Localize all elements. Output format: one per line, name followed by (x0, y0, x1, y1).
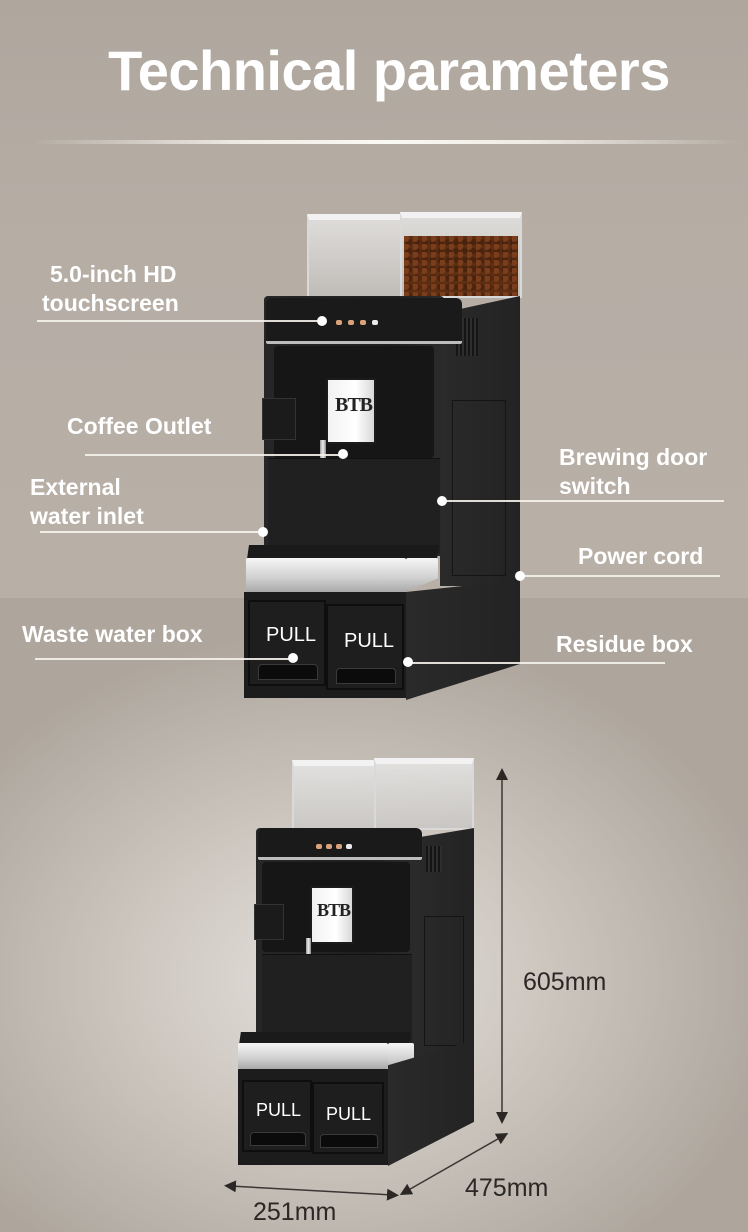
callout-label: External water inlet (30, 474, 144, 529)
waste-water-drawer: PULL (242, 1080, 312, 1152)
pull-label: PULL (344, 630, 395, 652)
milk-connector (254, 904, 284, 940)
coffee-outlet-head: BTB (310, 886, 354, 944)
drink-button-icon (346, 844, 352, 849)
leader-line (35, 658, 295, 660)
drawer-handle (320, 1134, 378, 1148)
leader-dot (317, 316, 327, 326)
leader-dot (437, 496, 447, 506)
drawer-handle (250, 1132, 306, 1146)
leader-line (37, 320, 322, 322)
lower-front-panel (268, 458, 440, 554)
callout-label: Power cord (578, 543, 704, 569)
pull-label: PULL (326, 1104, 372, 1124)
residue-drawer: PULL (312, 1082, 384, 1154)
leader-line (40, 531, 264, 533)
depth-dimension: 475mm (465, 1174, 549, 1202)
residue-drawer: PULL (326, 604, 404, 690)
drawer-handle (336, 668, 396, 684)
leader-line (520, 575, 720, 577)
waste-water-drawer: PULL (248, 600, 326, 686)
drink-button-icon (336, 320, 342, 325)
depth-arrow (399, 1133, 509, 1195)
leader-line (85, 454, 343, 456)
leader-dot (338, 449, 348, 459)
leader-line (410, 662, 665, 664)
control-panel (258, 828, 422, 860)
lower-front-panel (262, 954, 412, 1042)
leader-dot (258, 527, 268, 537)
steam-wand (306, 938, 311, 962)
leader-dot (288, 653, 298, 663)
bean-hopper (374, 758, 474, 830)
bean-hopper (400, 212, 522, 298)
drink-button-icon (372, 320, 378, 325)
pull-label: PULL (266, 624, 317, 646)
drawer-handle (258, 664, 318, 680)
side-service-door (452, 400, 506, 576)
callout-label: Brewing door switch (559, 444, 708, 499)
callout-label: 5.0-inch HD touchscreen (42, 261, 179, 316)
coffee-beans (404, 236, 518, 296)
title-divider (30, 140, 742, 144)
milk-connector (262, 398, 296, 440)
pull-label: PULL (256, 1100, 302, 1120)
leader-dot (403, 657, 413, 667)
coffee-outlet-head: BTB (326, 378, 376, 444)
drink-button-icon (360, 320, 366, 325)
side-service-door (424, 916, 464, 1046)
callout-label: Waste water box (22, 621, 203, 647)
leader-dot (515, 571, 525, 581)
machine-side (440, 296, 520, 586)
brand-logo: BTB (317, 900, 351, 920)
drink-button-icon (336, 844, 342, 849)
width-dimension: 251mm (253, 1198, 337, 1226)
drip-tray-trim (246, 558, 406, 592)
width-arrow (224, 1180, 399, 1201)
drip-tray-trim (238, 1043, 388, 1069)
brand-logo: BTB (335, 394, 373, 416)
drink-button-icon (316, 844, 322, 849)
page-title: Technical parameters (108, 39, 670, 102)
drink-button-icon (348, 320, 354, 325)
callout-label: Residue box (556, 631, 693, 657)
side-vent (426, 846, 442, 872)
drink-button-icon (326, 844, 332, 849)
callout-label: Coffee Outlet (67, 413, 212, 439)
height-dimension: 605mm (523, 968, 607, 996)
leader-line (442, 500, 724, 502)
steam-wand (320, 440, 326, 466)
